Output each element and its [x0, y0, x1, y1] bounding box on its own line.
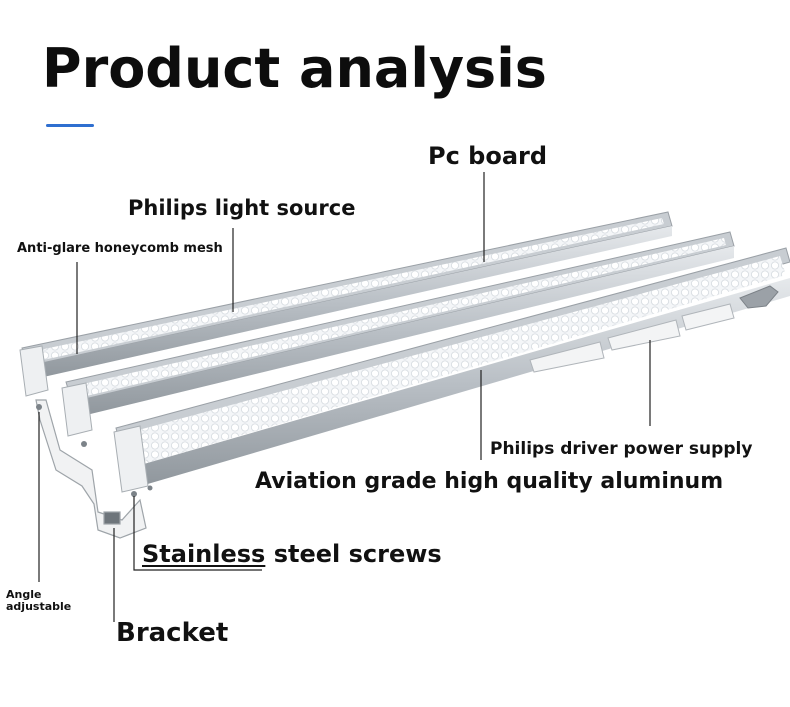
driver-boxes [529, 303, 735, 373]
label-angle-line2: adjustable [6, 600, 72, 614]
light-bar-3 [113, 247, 790, 493]
light-bar-2 [61, 231, 735, 437]
label-anti-glare-mesh: Anti-glare honeycomb mesh [17, 241, 223, 256]
bracket [35, 399, 147, 539]
label-stainless-screws: Stainless steel screws [142, 540, 442, 568]
page-title: Product analysis [42, 37, 547, 100]
label-bracket: Bracket [116, 618, 229, 648]
label-philips-light-source: Philips light source [128, 196, 356, 220]
screws [36, 404, 153, 497]
label-stainless-word: Stainless [142, 540, 266, 568]
label-angle-line1: Angle [6, 588, 42, 601]
label-pc-board: Pc board [428, 142, 548, 170]
label-driver-power-supply: Philips driver power supply [490, 439, 753, 459]
label-steel-screws: steel screws [265, 540, 442, 568]
title-accent-underline [46, 124, 94, 127]
leader-lines [38, 172, 651, 622]
label-aviation-aluminum: Aviation grade high quality aluminum [255, 469, 724, 494]
light-bar-1 [19, 211, 673, 397]
